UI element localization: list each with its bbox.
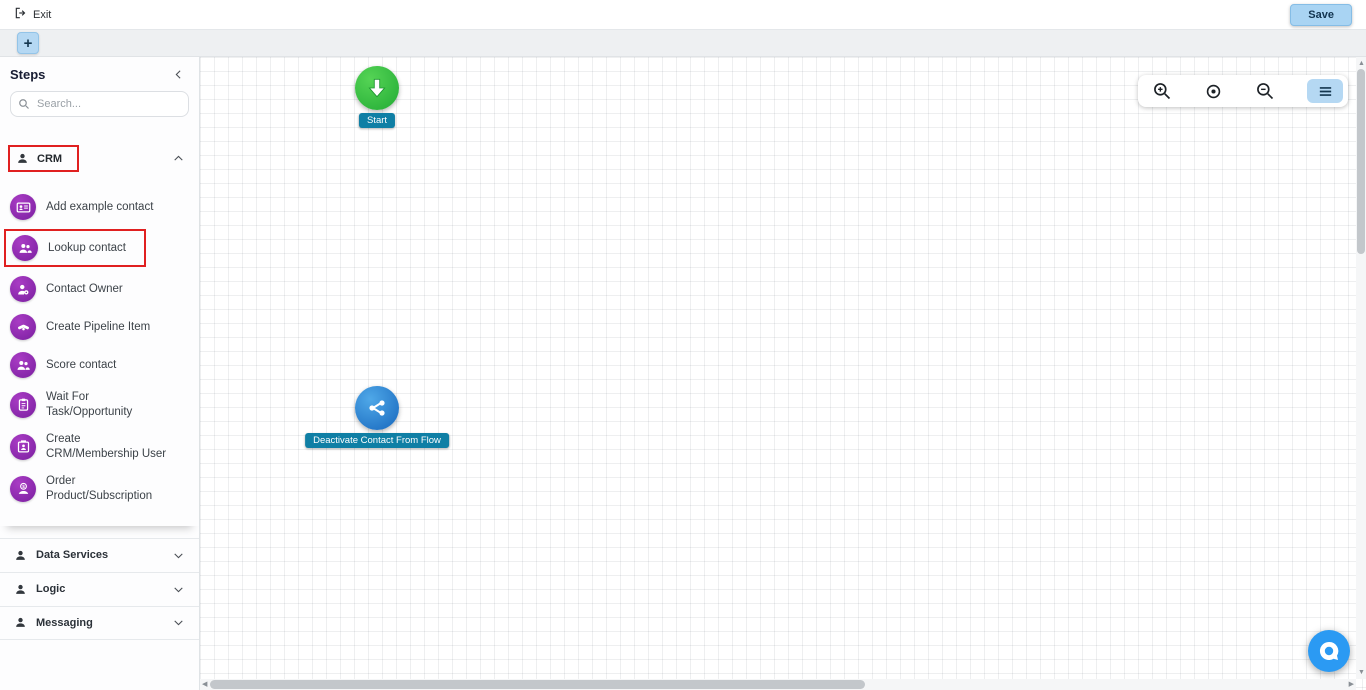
crm-items-list: Add example contact Lookup contact <box>0 188 199 526</box>
chevron-down-icon[interactable] <box>172 583 185 596</box>
arrow-down-icon <box>368 78 386 98</box>
person-icon <box>16 584 25 594</box>
section-label: Data Services <box>36 549 109 562</box>
chat-bubble-icon <box>1319 641 1339 660</box>
exit-button[interactable]: Exit <box>14 6 51 23</box>
zoom-in-icon[interactable] <box>1152 81 1172 101</box>
sidebar-item-score-contact[interactable]: Score contact <box>0 346 199 384</box>
people-icon <box>10 352 36 378</box>
sidebar-item-lookup-contact[interactable]: Lookup contact <box>0 226 199 270</box>
sidebar-item-create-pipeline-item[interactable]: Create Pipeline Item <box>0 308 199 346</box>
sidebar-item-label: Lookup contact <box>48 241 127 254</box>
section-logic[interactable]: Logic <box>0 571 199 606</box>
sidebar-item-add-example-contact[interactable]: Add example contact <box>0 188 199 226</box>
add-step-button[interactable]: + <box>17 32 39 54</box>
top-bar: Exit Save <box>0 0 1366 30</box>
section-label: Logic <box>36 583 66 596</box>
collapse-sidebar-icon[interactable] <box>172 68 185 81</box>
menu-icon[interactable] <box>1307 79 1343 103</box>
sidebar-item-create-crm-membership-user[interactable]: Create CRM/Membership User <box>0 426 199 468</box>
scroll-down-icon[interactable]: ▼ <box>1358 669 1365 676</box>
scroll-left-icon[interactable]: ◀ <box>202 681 208 688</box>
chevron-down-icon[interactable] <box>172 549 185 562</box>
horizontal-scrollbar-thumb[interactable] <box>210 680 865 689</box>
sidebar-item-order-product-subscription[interactable]: $ Order Product/Subscription <box>0 468 199 510</box>
person-icon <box>16 618 25 627</box>
sidebar-item-label: Contact Owner <box>46 282 123 295</box>
chat-widget-button[interactable] <box>1308 630 1350 672</box>
scroll-up-icon[interactable]: ▲ <box>1358 60 1365 67</box>
sidebar-item-label: Wait For Task/Opportunity <box>46 391 133 418</box>
sidebar-item-wait-for-task-opportunity[interactable]: Wait For Task/Opportunity <box>0 384 199 426</box>
sidebar-item-label: Score contact <box>46 358 117 371</box>
node-label-badge: Deactivate Contact From Flow <box>305 433 449 448</box>
clipboard-icon <box>10 391 36 418</box>
node-label-badge: Start <box>358 113 396 128</box>
exit-label: Exit <box>33 8 52 21</box>
horizontal-scrollbar[interactable]: ◀ ▶ <box>200 679 1356 690</box>
badge-icon <box>10 433 36 460</box>
sidebar-item-label: Add example contact <box>46 200 154 213</box>
section-crm-label: CRM <box>37 152 63 165</box>
chevron-down-icon[interactable] <box>172 616 185 629</box>
person-icon <box>18 153 27 163</box>
save-button[interactable]: Save <box>1290 3 1352 26</box>
sidebar-item-label: Order Product/Subscription <box>46 474 153 502</box>
search-icon <box>19 99 29 109</box>
collapsed-sections: Data Services Logic <box>0 537 199 640</box>
start-node-button[interactable] <box>355 66 399 110</box>
node-deactivate-contact-from-flow: Deactivate Contact From Flow <box>305 386 449 448</box>
vertical-scrollbar-thumb[interactable] <box>1357 69 1365 254</box>
search-box <box>10 91 189 117</box>
zoom-out-icon[interactable] <box>1255 81 1275 101</box>
steps-sidebar: Steps CRM <box>0 57 200 690</box>
lookup-highlight-box: Lookup contact <box>4 229 146 267</box>
sidebar-title: Steps <box>10 67 46 82</box>
search-input[interactable] <box>10 91 189 117</box>
flow-canvas[interactable]: Start Deactivate Contact From Flow <box>200 57 1366 690</box>
crm-highlight-box: CRM <box>8 145 80 172</box>
handshake-icon <box>10 314 36 340</box>
sidebar-item-label: Create Pipeline Item <box>46 320 151 333</box>
center-view-icon[interactable] <box>1204 82 1223 101</box>
flow-share-icon <box>369 400 385 416</box>
section-data-services[interactable]: Data Services <box>0 537 199 572</box>
sub-toolbar: + <box>0 30 1366 57</box>
sidebar-item-contact-owner[interactable]: Contact Owner <box>0 270 199 308</box>
vertical-scrollbar[interactable]: ▲ ▼ <box>1356 57 1366 679</box>
sidebar-item-label: Create CRM/Membership User <box>46 432 167 460</box>
exit-icon <box>14 6 28 23</box>
chevron-up-icon[interactable] <box>172 152 185 165</box>
person-settings-icon <box>10 276 36 302</box>
person-icon <box>16 550 25 560</box>
section-messaging[interactable]: Messaging <box>0 605 199 640</box>
canvas-toolbar <box>1138 75 1348 107</box>
node-start: Start <box>355 66 399 128</box>
contact-card-icon <box>10 194 36 220</box>
scroll-right-icon[interactable]: ▶ <box>1348 681 1354 688</box>
section-crm[interactable]: CRM <box>0 145 199 172</box>
deactivate-node-button[interactable] <box>355 386 399 430</box>
people-search-icon <box>12 235 38 261</box>
svg-text:$: $ <box>22 484 25 489</box>
section-label: Messaging <box>36 616 93 629</box>
subscription-icon: $ <box>10 475 36 502</box>
